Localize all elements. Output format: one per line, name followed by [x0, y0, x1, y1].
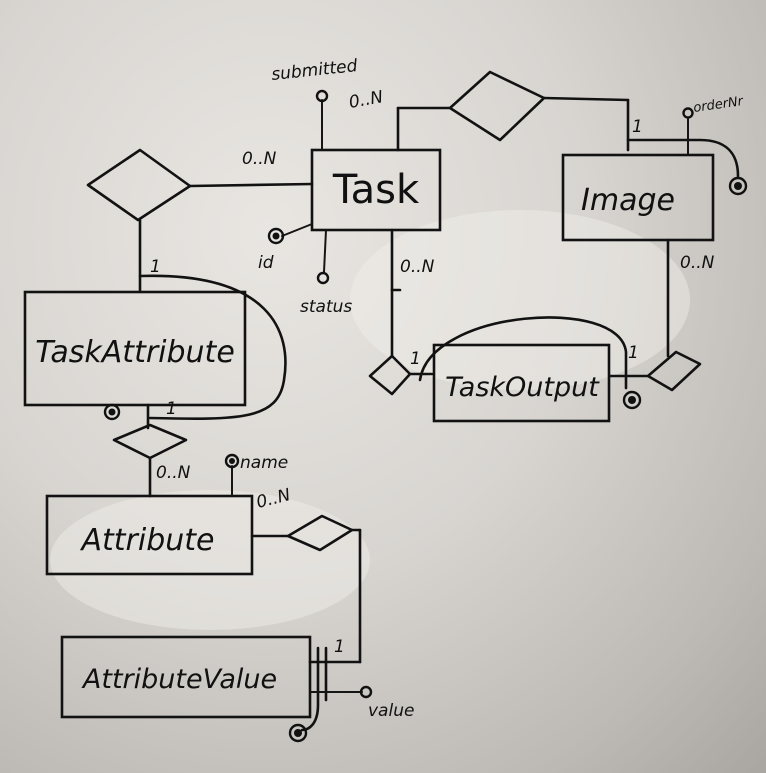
- rel-ta-attribute-diamond: [112, 423, 188, 460]
- card-image-bottom: 0..N: [680, 253, 715, 273]
- rel-task-image-diamond: [448, 70, 546, 142]
- card-task-bottom: 0..N: [400, 257, 435, 277]
- board-smudge: [350, 210, 690, 390]
- attr-status-label: status: [300, 297, 352, 317]
- entity-taskoutput-label: TaskOutput: [445, 372, 600, 403]
- attributevalue-key-dot: [294, 729, 302, 737]
- attr-name-key-dot: [229, 458, 235, 464]
- entity-attributevalue-box: [60, 635, 312, 719]
- entity-taskattribute-outline-curve: [138, 274, 287, 420]
- attr-submitted-circle: [315, 89, 329, 103]
- entity-taskattribute-label: TaskAttribute: [35, 335, 235, 370]
- attr-id-key-dot: [272, 232, 280, 240]
- taskattribute-key-dot: [108, 408, 116, 416]
- card-task-top: 0..N: [347, 87, 385, 113]
- entity-image-box: [561, 153, 715, 242]
- card-taskattribute-top: 1: [150, 257, 161, 277]
- entity-attributevalue-label: AttributeValue: [81, 664, 277, 695]
- rel-task-taskattribute-diamond: [86, 148, 192, 222]
- attr-submitted-label: submitted: [270, 56, 358, 85]
- attr-id-circle: [267, 227, 285, 245]
- entity-attributevalue-key-outline: [300, 646, 320, 732]
- card-taskoutput-right: 1: [628, 343, 639, 363]
- entity-taskattribute-box: [23, 290, 247, 407]
- entity-attribute-label: Attribute: [80, 523, 215, 558]
- rel-task-taskattribute-line-task: [188, 182, 314, 188]
- card-taskattribute-bottom: 1: [166, 399, 177, 419]
- card-attribute-left: 0..N: [156, 463, 191, 483]
- taskoutput-key-dot: [628, 396, 636, 404]
- attr-ordernr-label: orderNr: [692, 94, 745, 116]
- attr-status-line: [323, 229, 327, 273]
- entity-taskoutput-box: [432, 343, 611, 423]
- entity-image-label: Image: [581, 183, 675, 218]
- attr-name-circle: [224, 453, 240, 469]
- board-smudge: [50, 490, 370, 630]
- attr-value-label: value: [368, 701, 414, 721]
- attr-ordernr-circle: [682, 107, 694, 119]
- rel-task-image-line-c: [542, 96, 630, 102]
- attr-id-line: [281, 223, 313, 237]
- image-key-circle: [728, 176, 748, 196]
- attributevalue-key-circle: [288, 723, 308, 743]
- taskoutput-key-circle: [622, 390, 642, 410]
- card-attributevalue-right: 1: [334, 637, 345, 657]
- attr-status-circle: [316, 271, 330, 285]
- attr-name-label: name: [240, 453, 288, 473]
- entity-task-box: [310, 148, 442, 232]
- entity-image-outline-curve: [626, 138, 740, 178]
- rel-image-output-diamond: [646, 350, 702, 392]
- entity-taskoutput-outline-curve: [418, 316, 628, 390]
- taskattribute-key-circle: [103, 403, 121, 421]
- card-taskoutput-left: 1: [410, 349, 421, 369]
- image-key-dot: [734, 182, 742, 190]
- entity-task-label: Task: [332, 167, 420, 213]
- attr-id-label: id: [258, 253, 274, 273]
- card-image-top: 1: [632, 117, 643, 137]
- attr-value-circle: [359, 685, 373, 699]
- card-task-left: 0..N: [242, 149, 277, 169]
